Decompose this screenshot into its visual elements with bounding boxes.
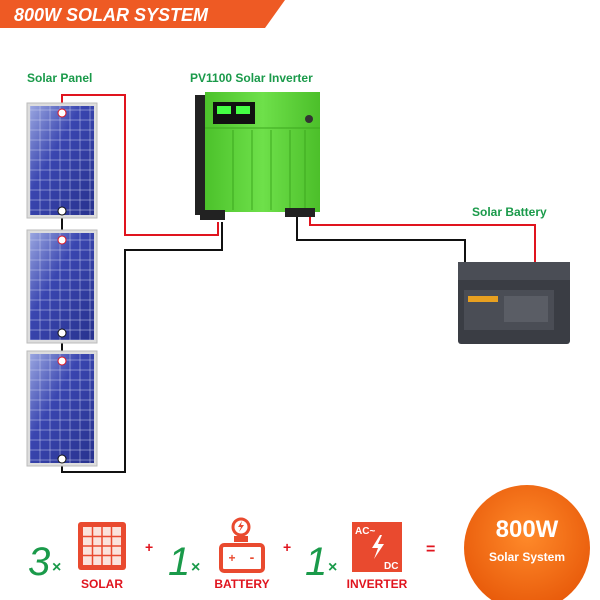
times-sign: × bbox=[191, 559, 200, 576]
equals-sign: = bbox=[426, 541, 435, 558]
solar-panel-2 bbox=[26, 229, 98, 344]
times-sign: × bbox=[328, 559, 337, 576]
result-badge: 800W Solar System bbox=[464, 485, 590, 600]
solar-panel-icon bbox=[78, 522, 126, 570]
inverter-icon: AC~ DC bbox=[352, 522, 402, 572]
battery-quantity: 1 bbox=[168, 540, 190, 584]
inverter-label: PV1100 Solar Inverter bbox=[190, 71, 313, 85]
wires bbox=[61, 94, 536, 473]
result-label: Solar System bbox=[489, 550, 565, 564]
plus-sign: + bbox=[283, 539, 291, 555]
dc-label: DC bbox=[384, 561, 398, 572]
battery-plus: + bbox=[228, 551, 235, 565]
battery-label: Solar Battery bbox=[472, 205, 547, 219]
system-formula: 3 × SOLAR + 1 × + - BATTERY + 1 × AC~ bbox=[28, 485, 590, 600]
battery-label-text: BATTERY bbox=[214, 577, 269, 591]
battery-minus: - bbox=[250, 549, 255, 565]
result-power: 800W bbox=[496, 516, 559, 543]
solar-panel-label: Solar Panel bbox=[27, 71, 92, 85]
plus-sign: + bbox=[145, 539, 153, 555]
header-title: 800W SOLAR SYSTEM bbox=[14, 5, 209, 25]
times-sign: × bbox=[52, 559, 61, 576]
solar-panel-1 bbox=[26, 102, 98, 219]
ac-label: AC~ bbox=[355, 526, 375, 537]
solar-quantity: 3 bbox=[28, 540, 50, 584]
battery-icon: + - bbox=[219, 517, 265, 573]
solar-battery bbox=[458, 262, 570, 344]
solar-inverter bbox=[195, 92, 320, 220]
inverter-quantity: 1 bbox=[305, 540, 327, 584]
solar-label: SOLAR bbox=[81, 577, 123, 591]
solar-panel-3 bbox=[26, 350, 98, 467]
header-banner: 800W SOLAR SYSTEM bbox=[0, 0, 285, 28]
inverter-label-text: INVERTER bbox=[347, 577, 408, 591]
